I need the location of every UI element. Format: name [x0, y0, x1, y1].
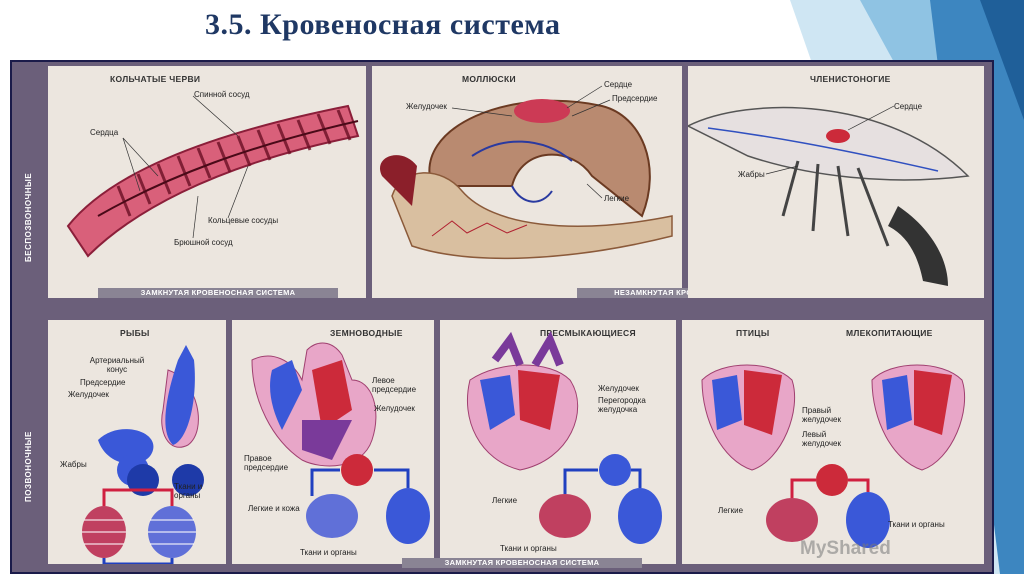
label-tissues: Ткани и органы	[500, 544, 557, 553]
panel-annelids: КОЛЬЧАТЫЕ ЧЕРВИ Спинной сосуд Сердца Кол…	[48, 66, 366, 298]
bird-mammal-heart-diagram	[701, 364, 966, 548]
label-right-atrium: Правое предсердие	[244, 454, 289, 472]
circulatory-poster: БЕСПОЗВОНОЧНЫЕ ПОЗВОНОЧНЫЕ КОЛЬЧАТЫЕ ЧЕР…	[10, 60, 994, 574]
panel-mollusks: МОЛЛЮСКИ Сердце Желудочек Предсердие Лег…	[372, 66, 817, 298]
label-ventricle: Желудочек	[598, 384, 639, 393]
banner-closed-top: ЗАМКНУТАЯ КРОВЕНОСНАЯ СИСТЕМА	[98, 288, 338, 298]
panel-title: ЗЕМНОВОДНЫЕ	[330, 328, 403, 338]
label-conus: Артериальный конус	[89, 356, 145, 374]
label-left-ventricle: Левый желудочек	[802, 430, 841, 448]
label-gills: Жабры	[738, 170, 765, 179]
panel-title: ПРЕСМЫКАЮЩИЕСЯ	[540, 328, 636, 338]
panel-title: РЫБЫ	[120, 328, 150, 338]
panel-fish: РЫБЫ Артериальный конус Предсердие Желуд…	[48, 320, 226, 564]
panel-title-mammals: МЛЕКОПИТАЮЩИЕ	[846, 328, 933, 338]
label-tissues: Ткани и органы	[174, 482, 203, 500]
label-right-ventricle: Правый желудочек	[802, 406, 841, 424]
side-label-vertebrates: ПОЗВОНОЧНЫЕ	[24, 431, 33, 502]
banner-closed-bottom: ЗАМКНУТАЯ КРОВЕНОСНАЯ СИСТЕМА	[402, 558, 642, 568]
amphibian-heart-diagram	[251, 342, 430, 544]
label-tissues: Ткани и органы	[888, 520, 945, 529]
earthworm-illustration	[66, 95, 360, 258]
panel-arthropods: ЧЛЕНИСТОНОГИЕ Сердце Жабры	[688, 66, 984, 298]
label-hearts: Сердца	[90, 128, 119, 137]
watermark: MyShared	[800, 538, 891, 559]
label-ventricle: Желудочек	[406, 102, 447, 111]
reptile-heart-diagram	[466, 331, 662, 544]
label-lungs: Легкие	[492, 496, 518, 505]
slide-title: 3.5. Кровеносная система	[205, 8, 561, 41]
panel-title: МОЛЛЮСКИ	[462, 74, 516, 84]
label-gills: Жабры	[60, 460, 87, 469]
label-ventricle: Желудочек	[374, 404, 415, 413]
panel-title: ЧЛЕНИСТОНОГИЕ	[810, 74, 891, 84]
label-lungs-skin: Легкие и кожа	[248, 504, 300, 513]
label-atrium: Предсердие	[80, 378, 126, 387]
side-label-invertebrates: БЕСПОЗВОНОЧНЫЕ	[24, 172, 33, 262]
crayfish-illustration	[688, 105, 970, 286]
panel-birds-mammals: ПТИЦЫ МЛЕКОПИТАЮЩИЕ Легкие Правый желудо…	[682, 320, 984, 564]
label-atrium: Предсердие	[612, 94, 658, 103]
panel-title-birds: ПТИЦЫ	[736, 328, 770, 338]
snail-illustration	[380, 85, 673, 260]
label-ventral-vessel: Брюшной сосуд	[174, 238, 233, 247]
label-birds-lungs: Легкие	[718, 506, 744, 515]
label-ring-vessels: Кольцевые сосуды	[208, 216, 279, 225]
label-tissues: Ткани и органы	[300, 548, 357, 557]
label-heart: Сердце	[894, 102, 923, 111]
label-septum: Перегородка желудочка	[598, 396, 646, 414]
label-lung: Легкие	[604, 194, 630, 203]
label-ventricle: Желудочек	[68, 390, 109, 399]
label-left-atrium: Левое предсердие	[372, 376, 417, 394]
label-dorsal-vessel: Спинной сосуд	[194, 90, 250, 99]
panel-amphibians: ЗЕМНОВОДНЫЕ Левое предсердие Желудочек П…	[232, 320, 434, 564]
panel-title: КОЛЬЧАТЫЕ ЧЕРВИ	[110, 74, 201, 84]
fish-heart-diagram	[82, 345, 204, 564]
panel-reptiles: ПРЕСМЫКАЮЩИЕСЯ Желудочек Перегородка жел…	[440, 320, 676, 564]
label-heart: Сердце	[604, 80, 633, 89]
